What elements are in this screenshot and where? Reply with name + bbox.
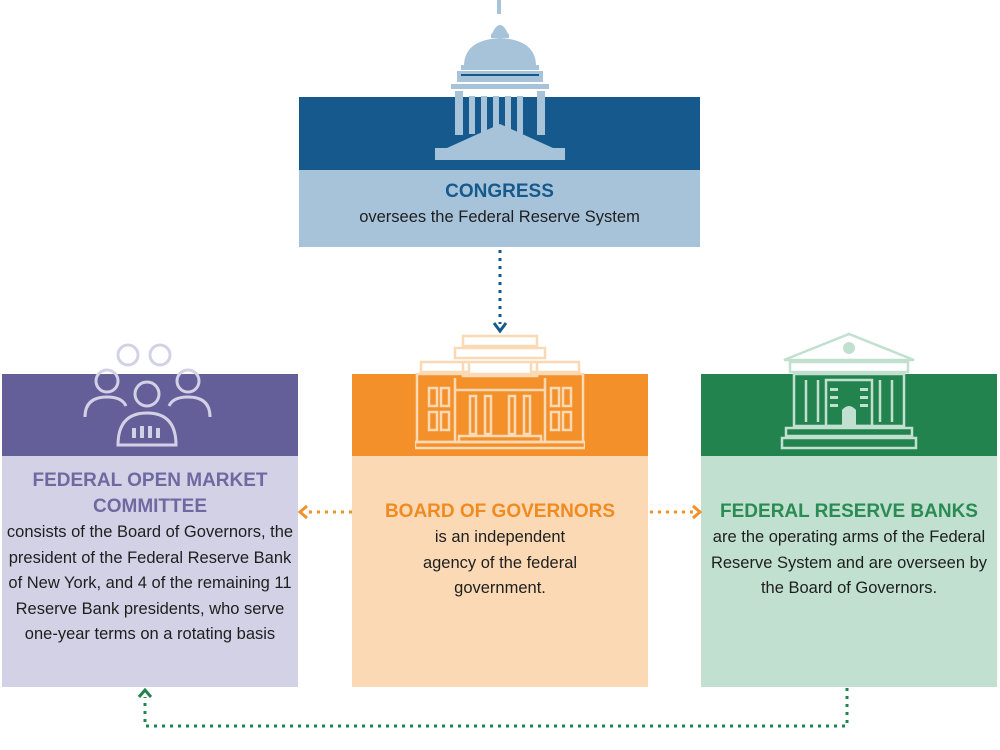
board-description: is an independent agency of the federal … — [422, 528, 578, 597]
banks-box: FEDERAL RESERVE BANKS are the operating … — [701, 374, 997, 687]
congress-box: CONGRESS oversees the Federal Reserve Sy… — [299, 97, 700, 247]
bank-building-icon — [780, 332, 918, 450]
capitol-icon — [435, 0, 565, 160]
banks-to-fomc-arrow — [137, 687, 849, 728]
congress-description: oversees the Federal Reserve System — [359, 208, 640, 226]
congress-title: CONGRESS — [445, 181, 554, 202]
banks-title: FEDERAL RESERVE BANKS — [720, 501, 978, 522]
congress-body: CONGRESS oversees the Federal Reserve Sy… — [299, 170, 700, 247]
fomc-description: consists of the Board of Governors, the … — [6, 523, 294, 643]
people-group-icon — [83, 343, 212, 447]
fomc-body: FEDERAL OPEN MARKET COMMITTEE consists o… — [2, 456, 298, 687]
federal-building-icon — [415, 334, 585, 450]
congress-to-board-arrow — [492, 250, 508, 334]
board-body: BOARD OF GOVERNORS is an independent age… — [352, 456, 648, 687]
board-box: BOARD OF GOVERNORS is an independent age… — [352, 374, 648, 687]
banks-description: are the operating arms of the Federal Re… — [710, 528, 988, 597]
fomc-title: FEDERAL OPEN MARKET COMMITTEE — [32, 470, 268, 517]
fomc-header — [2, 374, 298, 456]
board-to-fomc-arrow — [297, 504, 352, 520]
banks-body: FEDERAL RESERVE BANKS are the operating … — [701, 456, 997, 687]
board-title: BOARD OF GOVERNORS — [384, 501, 616, 522]
board-to-banks-arrow — [650, 504, 703, 520]
fomc-box: FEDERAL OPEN MARKET COMMITTEE consists o… — [2, 374, 298, 687]
